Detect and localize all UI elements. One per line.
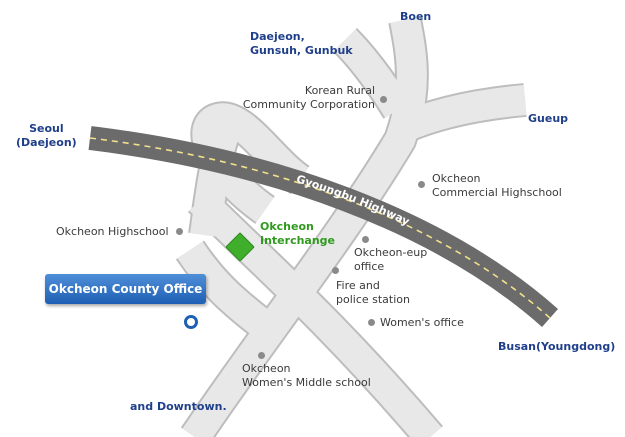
direction-seoul: Seoul (Daejeon): [16, 122, 77, 149]
landmark-womens-middle-label: Okcheon Women's Middle school: [242, 362, 371, 389]
direction-downtown: and Downtown.: [130, 400, 227, 413]
landmark-okcheon-commercial-label: Okcheon Commercial Highschool: [432, 172, 562, 199]
direction-gueup: Gueup: [528, 112, 569, 125]
landmark-dot: [418, 181, 425, 188]
landmark-okcheon-highschool-label: Okcheon Highschool: [56, 225, 169, 238]
landmark-dot: [380, 96, 387, 103]
interchange-icon: [225, 232, 255, 262]
location-ring-icon[interactable]: [184, 315, 198, 329]
landmark-dot: [332, 267, 339, 274]
direction-boen: Boen: [400, 10, 432, 23]
landmark-dot: [176, 228, 183, 235]
county-office-button[interactable]: Okcheon County Office: [45, 274, 206, 304]
landmark-dot: [258, 352, 265, 359]
landmark-korean-rural-label: Korean Rural Community Corporation: [242, 84, 375, 111]
landmark-dot: [368, 319, 375, 326]
direction-busan: Busan(Youngdong): [498, 340, 616, 353]
highway-centerline: [89, 137, 551, 319]
interchange-label: Okcheon Interchange: [260, 220, 336, 247]
landmark-dot: [362, 236, 369, 243]
landmark-okcheon-eup-office-label: Okcheon-eup office: [354, 246, 428, 273]
direction-daejeon-gunsuh-gunbuk: Daejeon, Gunsuh, Gunbuk: [250, 30, 353, 57]
landmark-fire-police-label: Fire and police station: [336, 279, 410, 306]
landmark-womens-office-label: Women's office: [380, 316, 464, 329]
